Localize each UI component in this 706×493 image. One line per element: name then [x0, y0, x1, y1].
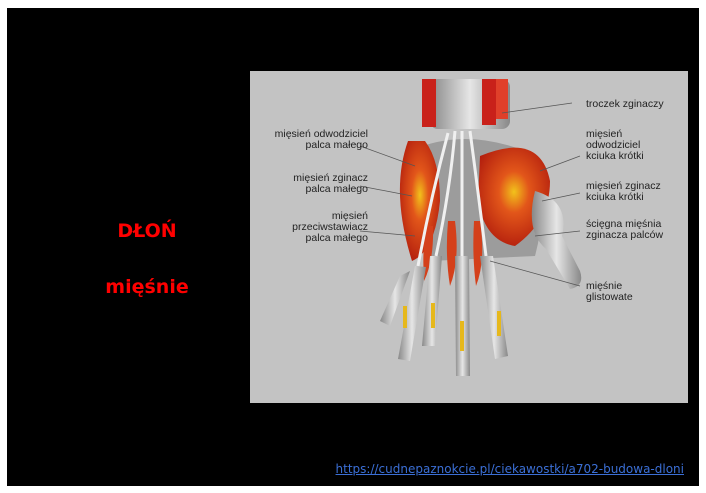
hand-muscle-illustration: mięsień odwodziciel palca małego mięsień… — [250, 71, 688, 403]
label-flexor-retinaculum: troczek zginaczy — [586, 99, 686, 110]
fingers — [380, 256, 508, 376]
label-flexor-pollicis-brevis: mięsień zginacz kciuka krótki — [586, 181, 686, 203]
label-opponens-digiti-minimi: mięsień przeciwstawiacz palca małego — [256, 211, 368, 244]
slide-subtitle: mięśnie — [87, 276, 207, 298]
source-link[interactable]: https://cudnepaznokcie.pl/ciekawostki/a7… — [336, 462, 684, 476]
slide-title: DŁOŃ — [87, 220, 207, 242]
label-abductor-digiti-minimi: mięsień odwodziciel palca małego — [256, 129, 368, 151]
slide: DŁOŃ mięśnie — [7, 8, 699, 486]
thumb — [532, 191, 581, 289]
label-flexor-digiti-minimi: mięsień zginacz palca małego — [256, 173, 368, 195]
label-abductor-pollicis-brevis: mięsień odwodziciel kciuka krótki — [586, 129, 686, 162]
wrist-tendons — [422, 79, 510, 129]
label-flexor-tendons: ścięgna mięśnia zginacza palców — [586, 219, 686, 241]
label-lumbricals: mięśnie glistowate — [586, 281, 686, 303]
